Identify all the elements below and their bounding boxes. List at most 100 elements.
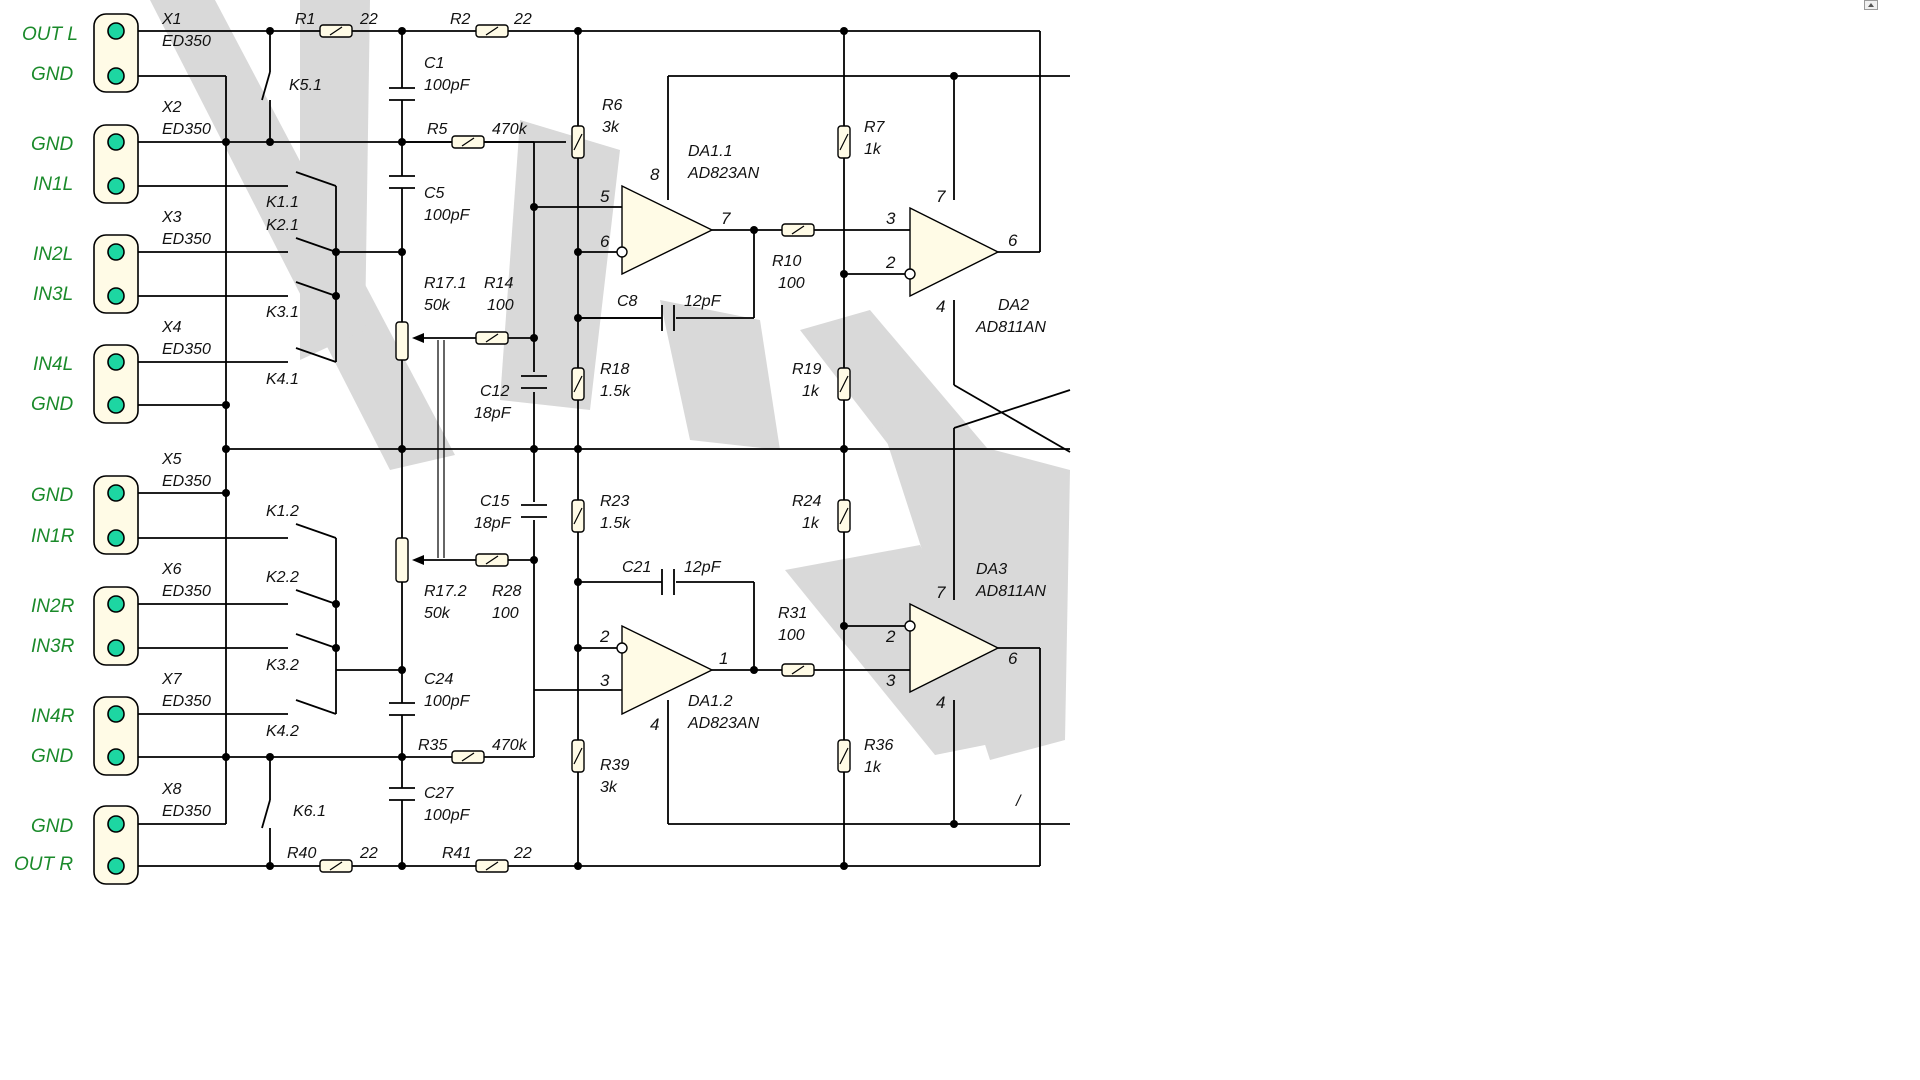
connector-pin[interactable] — [107, 857, 125, 875]
connector-pin-label: IN3L — [33, 284, 73, 305]
corner-scroll-button[interactable] — [1864, 0, 1878, 10]
connector-pin-label: IN4L — [33, 354, 73, 375]
svg-text:R39: R39 — [600, 757, 629, 774]
svg-text:2: 2 — [599, 627, 610, 646]
capacitor-c1: C1 100pF — [389, 55, 471, 101]
switch-labels-left: K1.1 K2.1 K3.1 K4.1 — [266, 194, 299, 388]
connector-pin[interactable] — [107, 177, 125, 195]
connector-x6: IN2R IN3R X6 ED350 — [31, 561, 211, 666]
svg-text:22: 22 — [513, 11, 532, 28]
svg-text:C1: C1 — [424, 55, 444, 72]
svg-text:C5: C5 — [424, 185, 445, 202]
connector-pin[interactable] — [107, 353, 125, 371]
svg-text:1.5k: 1.5k — [600, 383, 631, 400]
svg-text:100pF: 100pF — [424, 77, 471, 94]
connector-pin[interactable] — [107, 67, 125, 85]
svg-text:DA1.2: DA1.2 — [688, 693, 733, 710]
connector-pin[interactable] — [107, 748, 125, 766]
connector-pin[interactable] — [107, 595, 125, 613]
svg-text:C21: C21 — [622, 559, 651, 576]
connector-pin-label: GND — [31, 64, 74, 85]
connector-pin-label: IN1R — [31, 526, 75, 547]
connector-pin-label: GND — [31, 816, 74, 837]
connector-x2: GND IN1L X2 ED350 — [31, 99, 211, 204]
connector-model: ED350 — [162, 803, 211, 820]
connector-pin[interactable] — [107, 639, 125, 657]
connector-x3: IN2L IN3L X3 ED350 — [33, 209, 211, 314]
svg-text:100: 100 — [778, 275, 805, 292]
connector-id: X5 — [161, 451, 182, 468]
svg-text:1k: 1k — [802, 515, 820, 532]
svg-text:K3.1: K3.1 — [266, 304, 299, 321]
svg-text:C12: C12 — [480, 383, 509, 400]
connector-x7: IN4R GND X7 ED350 — [31, 671, 211, 776]
svg-text:3k: 3k — [600, 779, 618, 796]
svg-text:K4.1: K4.1 — [266, 371, 299, 388]
svg-text:AD823AN: AD823AN — [687, 165, 760, 182]
svg-text:AD811AN: AD811AN — [975, 583, 1046, 600]
connector-pin-label: IN4R — [31, 706, 75, 727]
connector-pin[interactable] — [107, 396, 125, 414]
svg-text:6: 6 — [1008, 231, 1018, 250]
svg-text:7: 7 — [721, 209, 731, 228]
svg-text:5: 5 — [600, 187, 610, 206]
svg-text:K6.1: K6.1 — [293, 803, 326, 820]
svg-text:50k: 50k — [424, 297, 451, 314]
connector-pin-label: IN3R — [31, 636, 75, 657]
connector-pin[interactable] — [107, 815, 125, 833]
svg-text:K2.1: K2.1 — [266, 217, 299, 234]
svg-text:K1.2: K1.2 — [266, 503, 299, 520]
connector-id: X1 — [161, 11, 182, 28]
connector-pin-label: GND — [31, 485, 74, 506]
connector-pin[interactable] — [107, 133, 125, 151]
connector-pin-label: OUT R — [14, 854, 73, 875]
connector-id: X8 — [161, 781, 182, 798]
opamp-da1-1: 5 6 7 8 DA1.1 AD823AN — [600, 143, 760, 276]
svg-text:R28: R28 — [492, 583, 521, 600]
svg-text:100pF: 100pF — [424, 807, 471, 824]
svg-text:R23: R23 — [600, 493, 629, 510]
connector-x8: GND OUT R X8 ED350 — [14, 781, 211, 885]
connector-pin-label: GND — [31, 746, 74, 767]
svg-text:8: 8 — [650, 165, 660, 184]
opamp-da3: 3 2 6 7 4 DA3 AD811AN — [885, 561, 1046, 712]
svg-text:AD823AN: AD823AN — [687, 715, 760, 732]
svg-text:4: 4 — [936, 693, 945, 712]
svg-text:DA1.1: DA1.1 — [688, 143, 732, 160]
connector-pin[interactable] — [107, 484, 125, 502]
connector-model: ED350 — [162, 341, 211, 358]
connector-id: X7 — [161, 671, 183, 688]
switch-labels-right: K1.2 K2.2 K3.2 K4.2 — [266, 503, 299, 740]
connector-pin[interactable] — [107, 529, 125, 547]
connector-pin[interactable] — [107, 705, 125, 723]
svg-text:K1.1: K1.1 — [266, 194, 299, 211]
svg-text:K3.2: K3.2 — [266, 657, 299, 674]
svg-text:7: 7 — [936, 187, 946, 206]
connector-pin-label: OUT L — [22, 24, 78, 45]
connector-pin[interactable] — [107, 287, 125, 305]
connector-pin[interactable] — [107, 22, 125, 40]
svg-text:1k: 1k — [864, 759, 882, 776]
svg-text:3: 3 — [886, 209, 896, 228]
svg-text:6: 6 — [600, 232, 610, 251]
connector-pin[interactable] — [107, 243, 125, 261]
svg-text:100pF: 100pF — [424, 693, 471, 710]
connector-id: X6 — [161, 561, 182, 578]
svg-text:R31: R31 — [778, 605, 807, 622]
